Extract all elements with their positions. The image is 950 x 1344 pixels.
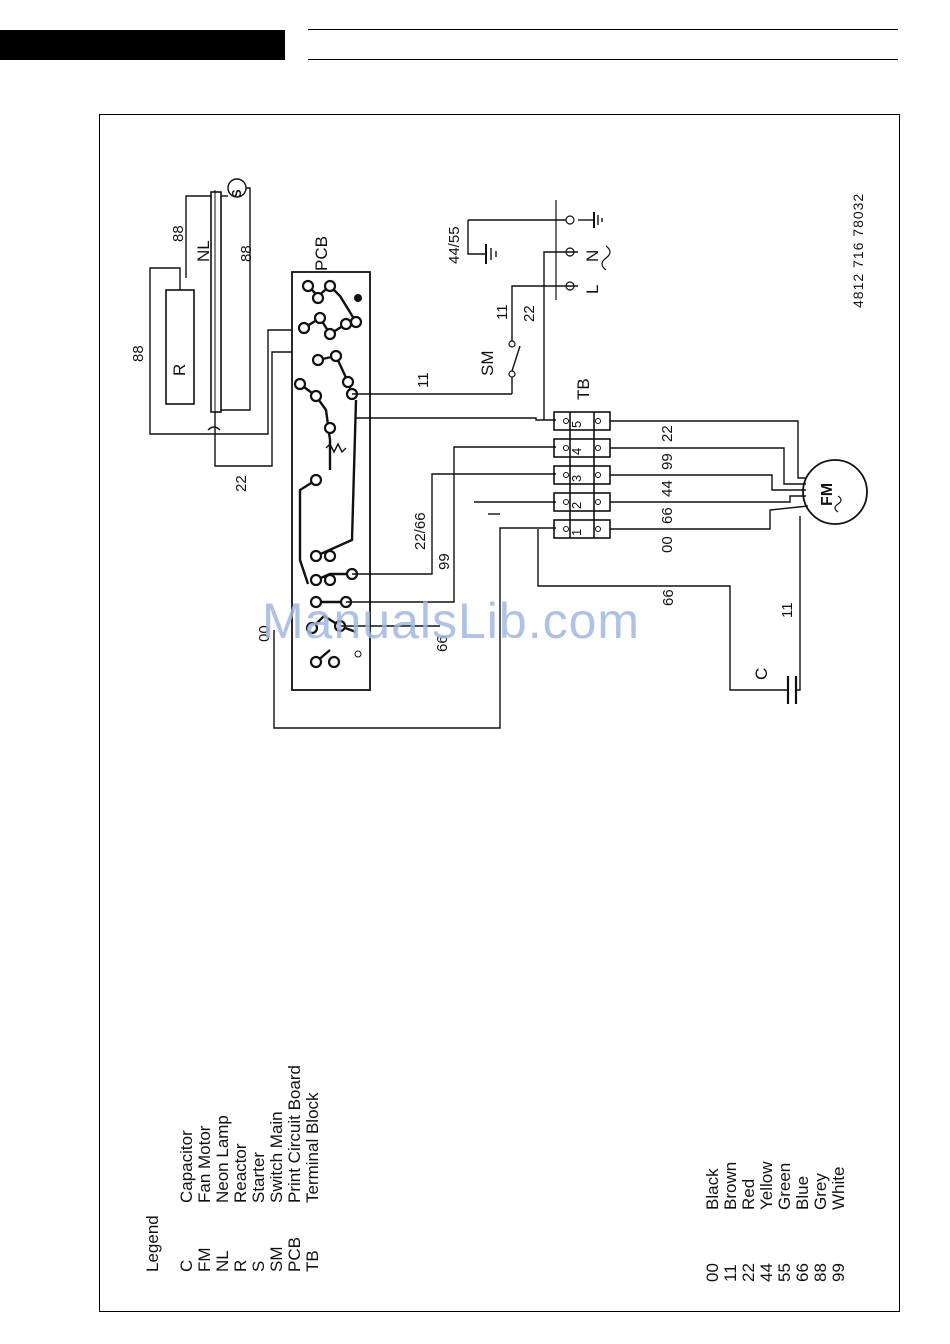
header-rule-bottom [308,59,898,60]
wire-number: 88 [130,345,147,362]
wire-number: 88 [238,245,255,262]
color-code: 88 [811,1263,830,1282]
legend-code: R [231,1259,250,1272]
wire-number: 99 [659,453,676,470]
color-code: 11 [721,1264,740,1282]
reactor-wire [149,267,292,435]
wire-99-fm [610,447,806,485]
part-number: 4812 716 78032 [850,192,866,308]
legend-code: S [249,1260,268,1272]
pcb-board [291,271,371,691]
color-name: Black [703,1168,722,1210]
fan-motor [802,459,868,525]
pcb-label: PCB [312,236,331,271]
terminal-number: 1 [569,528,584,536]
reactor-box [165,289,195,405]
legend-code: TB [303,1250,322,1272]
legend-code: C [177,1259,196,1272]
neutral-terminal-label: N [583,249,602,262]
legend-code: FM [195,1247,214,1272]
wire-66-cap [537,529,788,691]
color-name: Grey [811,1173,830,1210]
reactor-label: R [170,363,189,376]
wire-00 [273,527,556,729]
legend-name: Switch Main [267,1111,286,1203]
wire-number: 22/66 [412,512,429,550]
legend-name: Neon Lamp [213,1115,232,1203]
color-code: 44 [757,1263,776,1282]
wire-number: 00 [659,536,676,553]
wire-number: 11 [415,372,432,388]
neon-lamp-label: NL [194,240,213,262]
legend-name: Capacitor [177,1130,196,1203]
legend-code: SM [267,1246,286,1273]
wire-number: 22 [659,425,676,442]
legend-code: PCB [285,1237,304,1272]
line-terminal-label: L [583,284,602,294]
terminal-block-label: TB [574,378,593,400]
terminal-number: 5 [569,420,584,428]
legend-name: Fan Motor [195,1125,214,1203]
wire-number: 44 [659,480,676,497]
color-code: 00 [703,1263,722,1282]
lamp-wire-22 [214,351,292,467]
color-name: Green [775,1162,794,1210]
legend-title: Legend [143,1215,162,1272]
color-name: White [829,1166,848,1210]
fan-motor-label: FM [819,482,836,506]
switch-main-label: SM [478,350,497,377]
wire-number: 88 [170,225,187,242]
header-black-bar [0,30,285,60]
capacitor-label: C [752,667,771,680]
wire-number: 22 [233,475,250,492]
legend-name: Reactor [231,1143,250,1203]
wire-22-fm [610,420,806,479]
wire-11-cap [796,516,801,691]
starter-label: S [229,189,244,198]
color-code: 66 [793,1263,812,1282]
wire-number: 99 [436,553,453,570]
wire-number: 66 [660,589,677,606]
color-name: Red [739,1178,758,1210]
color-code: 22 [739,1263,758,1282]
terminal-number: 3 [569,474,584,482]
header-rule-top [308,29,898,30]
ground-wire-label: 44/55 [446,226,463,264]
wire-66-fm [610,505,809,530]
terminal-number: 4 [569,447,584,455]
legend-name: Terminal Block [303,1092,322,1203]
legend-name: Print Circuit Board [285,1065,304,1203]
neon-lamp-tube [210,191,222,413]
color-code: 55 [775,1263,794,1282]
wire-pcb-tb5 [356,417,556,421]
legend-name: Starter [249,1151,268,1203]
color-code: 99 [829,1263,848,1282]
diagram-frame [99,114,900,1312]
wire-22-supply [543,251,578,420]
lamp-wire-88 [185,195,211,278]
terminal-number: 2 [569,501,584,509]
legend-code: NL [213,1250,232,1272]
wire-number: 11 [779,602,796,618]
wire-number: 66 [659,507,676,524]
wire-99 [346,446,556,603]
color-name: Brown [721,1161,740,1210]
wire-number: 11 [494,304,511,320]
wire-22-66 [352,473,556,575]
watermark: ManualsLib.com [262,593,641,649]
wire-44-fm [610,474,806,491]
color-name: Blue [793,1175,812,1210]
wire-number: 22 [521,305,538,322]
color-name: Yellow [757,1161,776,1210]
